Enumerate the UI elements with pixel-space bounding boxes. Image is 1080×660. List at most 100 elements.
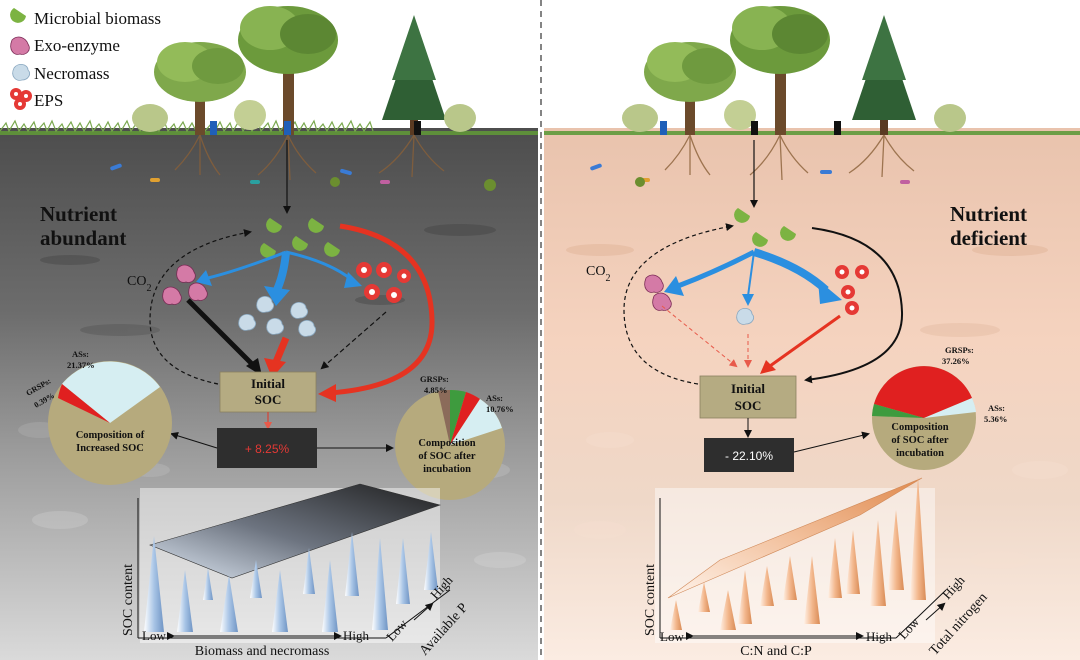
right-initial-soc-line2: SOC bbox=[735, 398, 762, 413]
right-pie-after-title-line2: of SOC after bbox=[891, 435, 948, 446]
right-condition-line1: Nutrient bbox=[950, 202, 1027, 226]
left-necromass-icon bbox=[238, 296, 316, 337]
right-initial-soc-box bbox=[699, 375, 797, 419]
legend-item-microbial-biomass: Microbial biomass bbox=[10, 8, 161, 28]
right-z-arrow bbox=[925, 602, 946, 621]
right-pie-after-grsp-slice bbox=[874, 366, 972, 418]
left-x-low: Low bbox=[142, 628, 166, 643]
left-pie-after-brown-slice bbox=[438, 389, 450, 445]
left-eps-icon bbox=[356, 262, 411, 303]
left-tree-3-conifer bbox=[382, 15, 446, 135]
left-enzyme-to-soc-arrow bbox=[186, 298, 258, 370]
left-sensor-blue-2 bbox=[284, 121, 291, 135]
left-initial-soc-box bbox=[219, 371, 317, 413]
right-condition-line2: deficient bbox=[950, 226, 1027, 250]
right-co2-label: CO2 bbox=[586, 264, 610, 284]
legend-item-necromass: Necromass bbox=[12, 64, 110, 83]
left-soc-plane bbox=[149, 483, 442, 579]
left-cones bbox=[144, 532, 438, 632]
left-x-high: High bbox=[343, 628, 370, 643]
left-pie-after-green-slice bbox=[450, 389, 466, 445]
right-sensor-blue bbox=[660, 121, 667, 135]
left-shrubs bbox=[132, 100, 476, 132]
right-microbial-biomass-icon bbox=[734, 208, 796, 247]
right-roots bbox=[664, 134, 915, 181]
right-pie-after-as-label: ASs: bbox=[988, 403, 1005, 413]
left-pie-increased-as-value: 21.37% bbox=[67, 360, 95, 370]
right-pie-after-title-line3: incubation bbox=[896, 448, 944, 459]
right-soc-plane bbox=[667, 477, 923, 599]
left-pie-increased-as-label: ASs: bbox=[72, 349, 89, 359]
right-pie-after-as-slice bbox=[924, 398, 976, 418]
right-pie-after-title-line1: Composition bbox=[891, 422, 948, 433]
microbial-biomass-icon bbox=[10, 8, 26, 23]
left-sensor-black bbox=[414, 121, 421, 135]
left-dashed-feedback-arrow bbox=[149, 229, 252, 385]
legend-label-necromass: Necromass bbox=[34, 64, 110, 83]
legend: Microbial biomass Exo-enzyme Necromass E… bbox=[10, 8, 161, 110]
left-x-axis-label: Biomass and necromass bbox=[195, 644, 330, 659]
left-change-box bbox=[217, 428, 317, 468]
left-z-axis bbox=[385, 589, 451, 639]
left-3d-plot: SOC content Low High Biomass and necroma… bbox=[121, 483, 471, 659]
right-change-to-after-pie-arrow bbox=[793, 431, 870, 453]
left-y-axis-label: SOC content bbox=[121, 564, 136, 636]
left-pie-increased-title-line2: Increased SOC bbox=[76, 443, 144, 454]
right-x-low: Low bbox=[660, 629, 684, 644]
left-topsoil-microbes bbox=[110, 163, 496, 191]
left-pie-after-grsp-slice bbox=[450, 392, 480, 445]
right-tree-3-conifer bbox=[852, 15, 916, 135]
right-pie-after-as-value: 5.36% bbox=[984, 414, 1007, 424]
right-black-arc-arrow bbox=[804, 227, 904, 384]
left-change-value: + 8.25% bbox=[245, 442, 290, 456]
right-panel: Nutrient deficient CO2 bbox=[544, 6, 1080, 660]
left-microbial-biomass-icon bbox=[260, 218, 340, 258]
left-initial-soc-line2: SOC bbox=[255, 392, 282, 407]
right-necromass-icon bbox=[736, 308, 754, 325]
left-roots bbox=[174, 134, 445, 181]
necromass-icon bbox=[12, 64, 30, 81]
left-panel: Nutrient abundant CO2 bbox=[0, 6, 538, 660]
right-initial-soc-line1: Initial bbox=[731, 381, 765, 396]
right-tree-1 bbox=[644, 42, 736, 135]
right-x-high: High bbox=[866, 629, 893, 644]
left-pie-after-as-slice bbox=[450, 399, 502, 445]
right-blue-arrows bbox=[664, 248, 842, 306]
right-z-axis bbox=[895, 589, 947, 639]
right-sensor-black-2 bbox=[834, 121, 841, 135]
left-exo-enzyme-icon bbox=[162, 264, 208, 305]
left-pie-increased-as-slice bbox=[62, 361, 160, 423]
right-y-axis-label: SOC content bbox=[643, 564, 658, 636]
left-pie-after-title-line2: of SOC after bbox=[418, 451, 475, 462]
left-condition-line2: abundant bbox=[40, 226, 126, 250]
right-tree-2 bbox=[730, 6, 830, 135]
left-condition-line1: Nutrient bbox=[40, 202, 117, 226]
exo-enzyme-icon bbox=[10, 36, 30, 55]
right-sensor-black-1 bbox=[751, 121, 758, 135]
left-blue-arrows bbox=[196, 250, 362, 306]
left-pie-after-grsp-label: GRSPs: bbox=[420, 374, 449, 384]
right-exo-enzyme-icon bbox=[644, 274, 672, 311]
right-pie-after-grsp-label: GRSPs: bbox=[945, 345, 974, 355]
left-pie-after-grsp-value: 4.85% bbox=[424, 385, 447, 395]
left-necromass-to-soc-arrow bbox=[272, 336, 290, 364]
left-eps-to-soc-dashed-arrow bbox=[320, 311, 387, 370]
right-soil-texture bbox=[566, 244, 1068, 569]
left-pie-increased-soc: ASs: 21.37% GRSPs: 0.39% Composition of … bbox=[25, 349, 172, 485]
right-shrubs bbox=[622, 100, 966, 132]
right-enzyme-to-soc-arrow bbox=[661, 305, 738, 368]
left-pie-after-as-value: 10.76% bbox=[486, 404, 514, 414]
legend-label-exo-enzyme: Exo-enzyme bbox=[34, 36, 120, 55]
right-change-value: - 22.10% bbox=[725, 449, 773, 463]
right-cones bbox=[670, 476, 926, 630]
left-change-to-increased-pie-arrow bbox=[170, 431, 218, 449]
legend-label-eps: EPS bbox=[34, 91, 63, 110]
left-tree-2 bbox=[238, 6, 338, 135]
left-sensor-blue-1 bbox=[210, 121, 217, 135]
left-tree-1 bbox=[154, 42, 246, 135]
right-pie-after-green-slice bbox=[872, 404, 924, 418]
right-eps-icon bbox=[835, 265, 869, 315]
right-change-box bbox=[704, 438, 794, 472]
left-pie-increased-grsp-slice bbox=[58, 384, 110, 423]
